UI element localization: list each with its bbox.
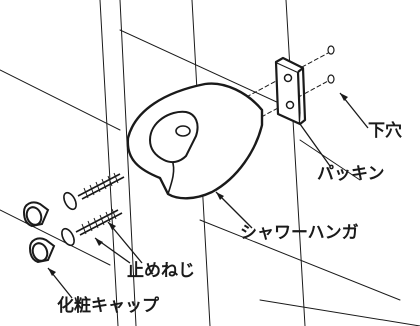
leader-arrowheads [48, 93, 348, 276]
label-packing: パッキン [317, 164, 385, 184]
cap-upper [22, 201, 50, 228]
label-screw: 止めねじ [127, 261, 195, 281]
screw-upper [63, 172, 125, 211]
screw-lower [61, 208, 123, 247]
label-cap: 化粧キャップ [57, 296, 159, 316]
shower-hanger [126, 82, 264, 200]
label-shower-hanger: シャワーハンガ [240, 223, 359, 243]
label-hole: 下穴 [368, 121, 402, 141]
cap-lower [28, 237, 56, 264]
wall-holes [327, 45, 335, 84]
packing [274, 56, 307, 126]
